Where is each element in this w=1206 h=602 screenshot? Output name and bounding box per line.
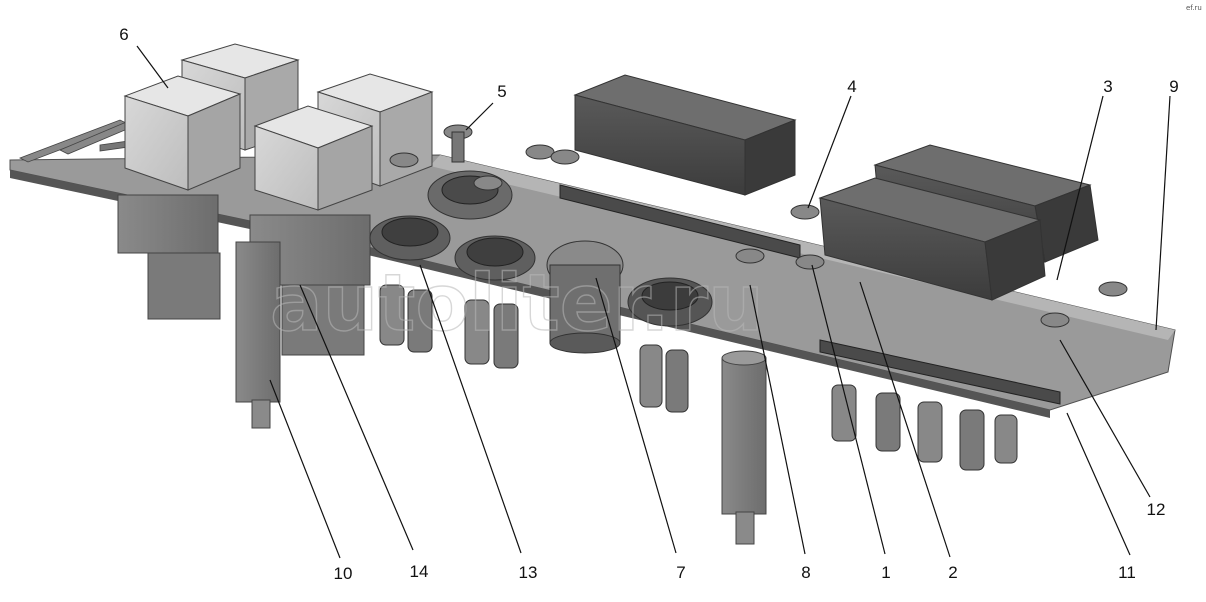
corner-mark: ef.ru: [1186, 4, 1202, 12]
callout-11: 11: [1118, 563, 1136, 582]
callout-12: 12: [1147, 500, 1166, 519]
screws: [389, 124, 1128, 328]
callout-1: 1: [881, 563, 890, 582]
callout-5: 5: [497, 82, 506, 101]
relay-group: [117, 43, 434, 356]
watermark: autoliter.ru: [270, 259, 764, 349]
callout-14: 14: [410, 562, 429, 581]
terminals-right: [831, 384, 1018, 471]
leader-lines: [136, 45, 1171, 559]
callout-3: 3: [1103, 77, 1112, 96]
callout-10: 10: [334, 564, 353, 583]
standoff-center: [721, 350, 767, 545]
callout-9: 9: [1169, 77, 1178, 96]
standoff-left: [235, 241, 281, 429]
callout-7: 7: [676, 563, 685, 582]
fuse-block-right: [818, 144, 1099, 405]
callout-6: 6: [119, 25, 128, 44]
callout-labels: 6 5 4 3 9 12 10 14 13 7 8 1 2 11: [119, 25, 1178, 583]
callout-4: 4: [847, 77, 856, 96]
callout-8: 8: [801, 563, 810, 582]
fuse-block-top: [559, 74, 801, 259]
round-connectors: [369, 170, 713, 354]
callout-2: 2: [948, 563, 957, 582]
callout-13: 13: [519, 563, 538, 582]
terminals-left: [379, 284, 689, 413]
